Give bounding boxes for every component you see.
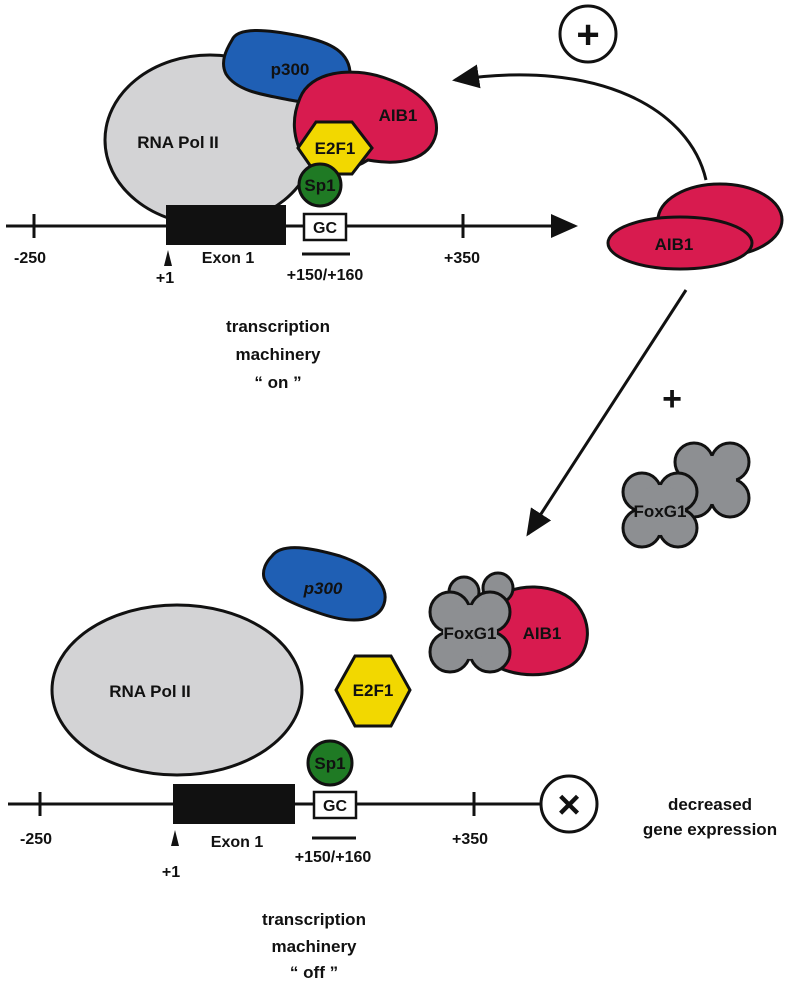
bottom-e2f1-shape	[334, 654, 412, 728]
top-sp1-shape	[297, 162, 343, 208]
free-aib1-front-shape	[606, 215, 754, 271]
bottom-caption-line2: machinery	[271, 937, 357, 956]
top-aib1-label: AIB1	[379, 106, 418, 125]
bottom-e2f1-label: E2F1	[353, 681, 394, 700]
plus-circle-icon	[558, 4, 618, 64]
top-exon1-label: Exon 1	[202, 250, 255, 267]
bottom-tss-marker	[171, 830, 179, 846]
bottom-sp1-shape	[306, 739, 354, 787]
free-foxg1-label: FoxG1	[634, 502, 687, 521]
bottom-p300-label: p300	[303, 579, 343, 598]
bottom-exon1-box	[173, 784, 295, 824]
top-exon1-box	[166, 205, 286, 245]
bottom-sp1-label: Sp1	[314, 754, 345, 773]
top-caption-line3: “ on ”	[254, 373, 301, 392]
top-tss-label: +1	[156, 270, 174, 287]
top-e2f1-label: E2F1	[315, 139, 356, 158]
bottom-pol2-shape	[50, 603, 304, 777]
bottom-foxg1-shape	[428, 571, 515, 674]
top-pos-right: +350	[444, 250, 480, 267]
top-tss-marker	[164, 250, 172, 266]
top-gc-label: GC	[313, 220, 337, 237]
bottom-pos-left: -250	[20, 831, 52, 848]
no-expression-x-icon	[539, 774, 599, 834]
top-pol2-label: RNA Pol II	[137, 133, 219, 152]
top-caption-line1: transcription	[226, 317, 330, 336]
bottom-panel: RNA Pol II p300 E2F1 FoxG1 AIB1 Sp1	[8, 546, 777, 982]
top-panel: RNA Pol II p300 AIB1 E2F1 Sp1 GC -250 Ex…	[6, 29, 578, 392]
top-p300-label: p300	[271, 60, 310, 79]
bottom-gc-box	[312, 790, 358, 820]
top-gc-position: +150/+160	[287, 267, 364, 284]
right-panel: + AIB1 + F	[452, 4, 784, 549]
top-sp1-label: Sp1	[304, 176, 335, 195]
bottom-exon1-label: Exon 1	[211, 834, 264, 851]
plus-symbol: +	[662, 380, 682, 418]
top-pos-left: -250	[14, 250, 46, 267]
bottom-caption-line1: transcription	[262, 910, 366, 929]
result-line1: decreased	[668, 795, 752, 814]
bottom-tss-label: +1	[162, 864, 180, 881]
bottom-gc-position: +150/+160	[295, 849, 372, 866]
bottom-foxg1-label: FoxG1	[444, 624, 497, 643]
top-e2f1-shape	[296, 120, 374, 176]
no-expression-x-symbol: ×	[557, 783, 580, 827]
sequester-arrow	[526, 289, 688, 537]
bottom-p300-shape	[262, 546, 387, 622]
result-line2: gene expression	[643, 820, 777, 839]
top-caption-line2: machinery	[235, 345, 321, 364]
bottom-pos-right: +350	[452, 831, 488, 848]
bottom-aib1-label: AIB1	[523, 624, 562, 643]
free-foxg1-shape	[621, 441, 751, 549]
top-gc-box	[302, 212, 348, 242]
bottom-caption-line3: “ off ”	[290, 963, 338, 982]
bottom-gc-label: GC	[323, 798, 347, 815]
bottom-pol2-label: RNA Pol II	[109, 682, 191, 701]
free-aib1-label: AIB1	[655, 235, 694, 254]
recruit-arrow	[452, 64, 708, 181]
plus-circle-symbol: +	[576, 13, 599, 57]
